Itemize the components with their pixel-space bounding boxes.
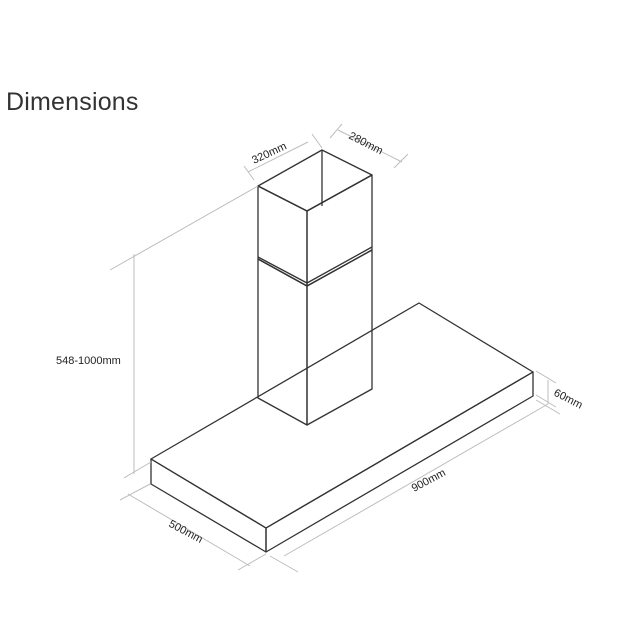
dim-extension-top bbox=[109, 185, 259, 271]
page-title: Dimensions bbox=[6, 88, 139, 116]
label-chimney-depth: 280mm bbox=[347, 130, 385, 157]
dimension-labels: 320mm 280mm 548-1000mm 60mm 900mm 500mm bbox=[56, 130, 584, 546]
dim-tick bbox=[269, 555, 299, 573]
label-canopy-depth: 500mm bbox=[167, 518, 205, 546]
dim-line-canopy-depth bbox=[127, 493, 251, 567]
canopy-front-face bbox=[150, 458, 267, 553]
chimney-lower-front bbox=[257, 258, 308, 426]
dimension-lines bbox=[109, 123, 561, 573]
dim-line-chimney-width bbox=[247, 141, 309, 173]
dim-tick bbox=[237, 553, 267, 571]
dim-tick bbox=[119, 483, 151, 501]
dim-tick bbox=[311, 133, 323, 149]
label-chimney-height: 548-1000mm bbox=[56, 355, 121, 367]
dim-tick bbox=[329, 123, 343, 139]
chimney-joint bbox=[257, 246, 373, 284]
dim-tick bbox=[535, 399, 561, 415]
chimney-top-face bbox=[257, 149, 373, 212]
dim-tick bbox=[243, 165, 255, 181]
chimney-upper-side bbox=[306, 174, 373, 287]
chimney bbox=[257, 149, 373, 426]
canopy-side-face bbox=[265, 371, 534, 553]
chimney-lower-side bbox=[306, 249, 373, 426]
dim-line-chimney-depth bbox=[337, 129, 403, 163]
dim-tick bbox=[393, 153, 409, 169]
label-chimney-width: 320mm bbox=[250, 140, 288, 166]
dim-line-canopy-width bbox=[283, 403, 549, 557]
canopy-top-face bbox=[150, 302, 534, 529]
dim-extension-bottom bbox=[123, 461, 152, 479]
dim-extension bbox=[535, 394, 557, 408]
chimney-upper-front bbox=[257, 185, 308, 287]
label-canopy-width: 900mm bbox=[410, 467, 448, 495]
canopy bbox=[150, 302, 534, 553]
dim-extension bbox=[535, 370, 557, 384]
label-canopy-thickness: 60mm bbox=[552, 387, 585, 412]
